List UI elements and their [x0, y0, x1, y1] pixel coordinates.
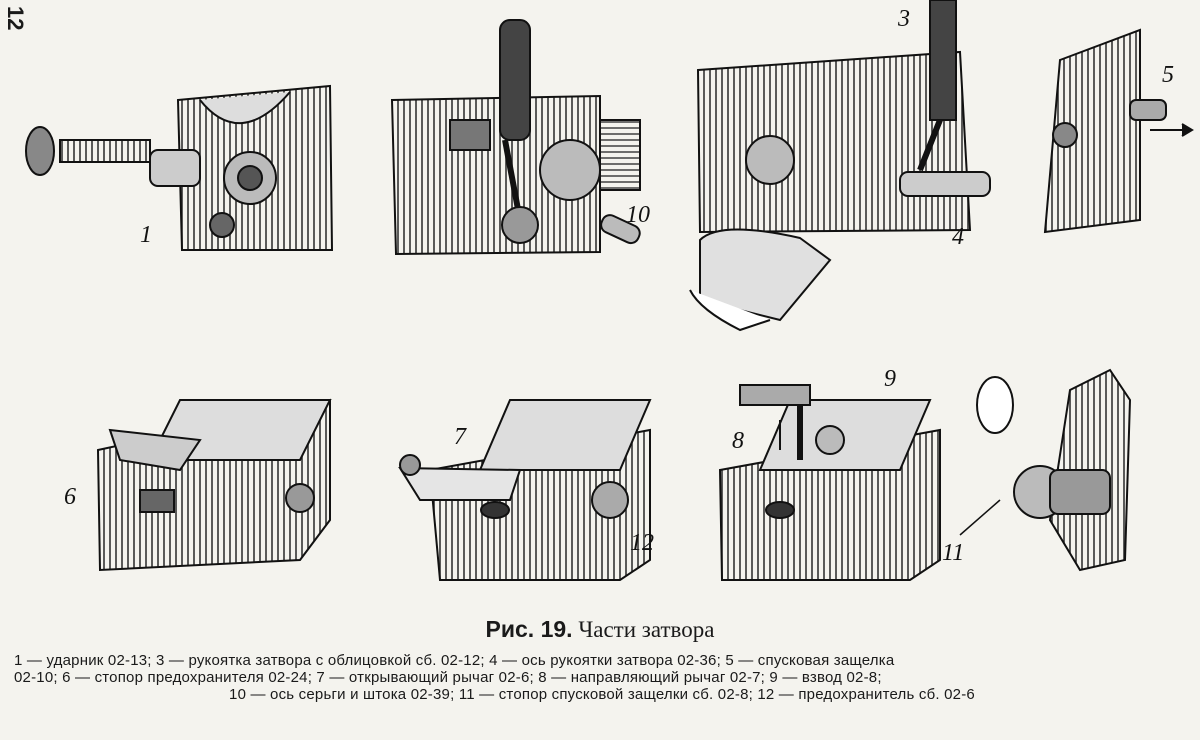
- legend-line-2: 02-10; 6 — стопор предохранителя 02-24; …: [14, 669, 882, 686]
- legend-line-1: 1 — ударник 02-13; 3 — рукоятка затвора …: [14, 652, 895, 669]
- callout-1: 1: [140, 222, 152, 248]
- figure-title: Части затвора: [578, 617, 715, 642]
- figure-caption: Рис. 19. Части затвора: [0, 616, 1200, 643]
- part-drawing-11: [959, 368, 1132, 572]
- callout-3: 3: [898, 6, 910, 32]
- callout-4: 4: [952, 224, 964, 250]
- callout-11: 11: [942, 540, 965, 566]
- part-drawing-5: [1043, 28, 1194, 234]
- callout-5: 5: [1162, 62, 1174, 88]
- part-drawing-8-9: [718, 384, 941, 581]
- figure-legend: 1 — ударник 02-13; 3 — рукоятка затвора …: [14, 652, 1190, 703]
- part-drawing-2: [390, 19, 641, 256]
- part-drawing-1: [25, 84, 334, 251]
- callout-10: 10: [626, 202, 650, 228]
- figure-label: Рис. 19.: [485, 616, 573, 642]
- callout-9: 9: [884, 366, 896, 392]
- callout-12: 12: [630, 530, 654, 556]
- figure-illustration: 1 3 4 5 6 7 8 9 10 11 12: [25, 0, 1194, 581]
- part-drawing-3: [689, 0, 991, 332]
- callout-6: 6: [64, 484, 76, 510]
- callout-7: 7: [454, 424, 466, 450]
- legend-line-3: 10 — ось серьги и штока 02-39; 11 — стоп…: [229, 686, 975, 703]
- part-drawing-7-12: [398, 399, 652, 581]
- part-drawing-6: [96, 398, 332, 572]
- callout-8: 8: [732, 428, 744, 454]
- breech-parts-drawing: [25, 0, 1194, 581]
